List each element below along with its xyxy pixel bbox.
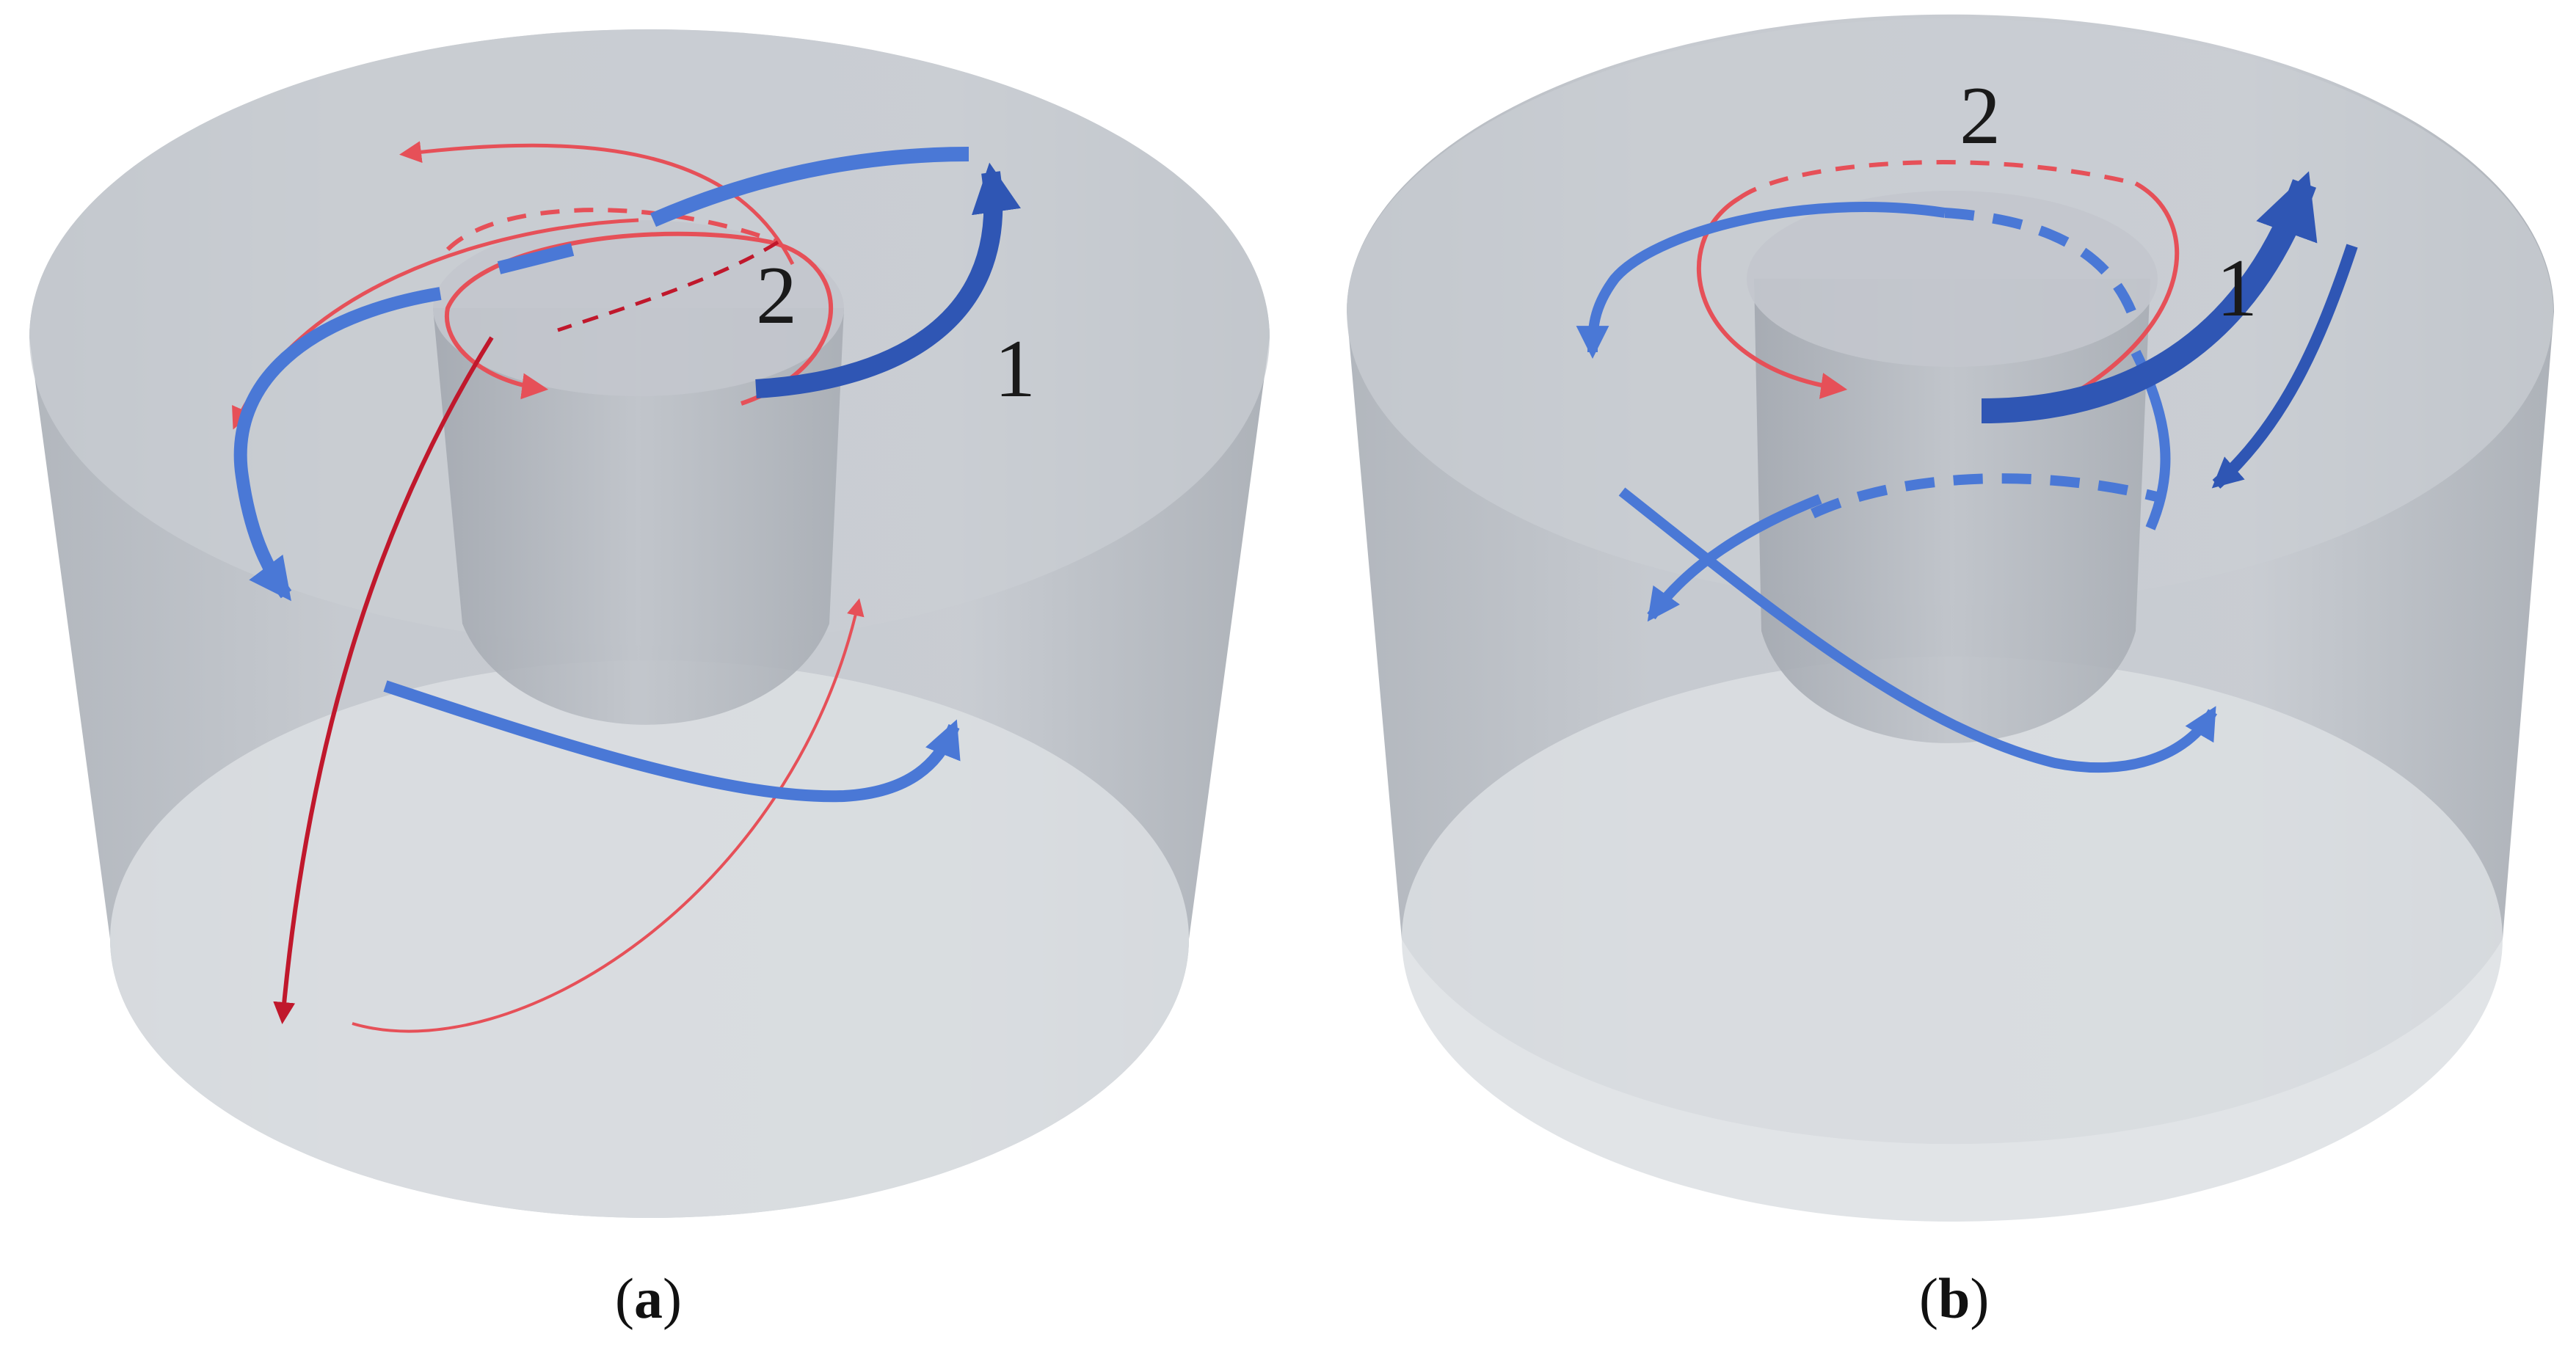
blue-flow-top-arc: [650, 147, 969, 227]
panel-b: 1 2: [1347, 14, 2554, 1222]
blue-flow-left-arc: [233, 287, 442, 602]
caption-a-close: ): [662, 1266, 682, 1330]
caption-a: (a): [615, 1266, 682, 1332]
dark-blue-flow-main: [755, 162, 1021, 398]
caption-a-open: (: [615, 1266, 634, 1330]
inner-cylinder: [433, 308, 844, 725]
caption-b: (b): [1919, 1266, 1989, 1332]
red-flow-down-long: [273, 336, 494, 1024]
dark-blue-flow-main: [1981, 171, 2318, 423]
caption-b-open: (: [1919, 1266, 1938, 1330]
blue-flow-dash: [497, 243, 575, 274]
red-flow-dark-dashed: [557, 240, 779, 332]
label-2: 2: [1960, 70, 2001, 161]
red-flow-ring: [2068, 181, 2180, 398]
blue-flow-bottom: [383, 680, 961, 803]
red-flow-inner-loop: [444, 231, 833, 406]
blue-flow-diagonal-down: [1647, 494, 1822, 622]
panel-a: 1 2: [29, 29, 1270, 1218]
blue-flow-dashed-lower: [1811, 473, 2166, 519]
label-2: 2: [756, 250, 797, 341]
red-flow-dashed-top: [445, 208, 779, 252]
label-1: 1: [994, 324, 1036, 415]
blue-flow-long-sweep: [1618, 487, 2218, 773]
caption-b-close: ): [1970, 1266, 1990, 1330]
caption-a-letter: a: [633, 1266, 663, 1330]
dark-blue-flow-return: [2211, 244, 2358, 489]
red-flow-left-loop: [1696, 196, 1848, 399]
red-flow-bottom-loop: [352, 598, 865, 1033]
label-1: 1: [2216, 243, 2257, 334]
outer-cylinder-bottom: [110, 660, 1189, 1218]
caption-b-letter: b: [1938, 1266, 1971, 1330]
outer-cylinder-bottom: [1402, 657, 2503, 1222]
blue-flow-left-arc: [1576, 202, 1946, 359]
red-flow-top-arc: [399, 141, 795, 266]
blue-flow-dashed-upper: [1944, 208, 2141, 325]
